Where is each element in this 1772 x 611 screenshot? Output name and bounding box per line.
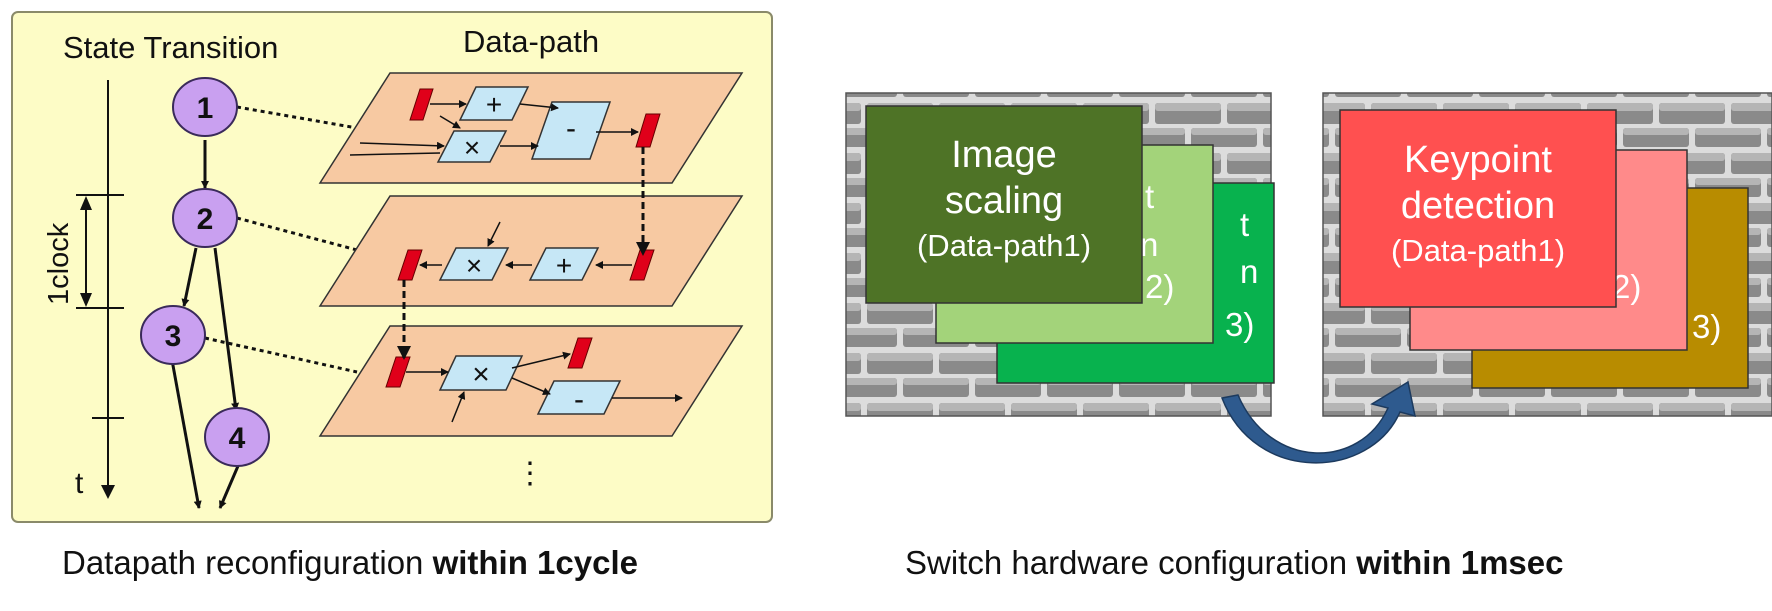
time-label: t bbox=[75, 467, 84, 500]
adder-op bbox=[458, 86, 530, 121]
datapath-plane-2: × + bbox=[318, 195, 744, 307]
wire bbox=[451, 391, 466, 423]
transition-arrow bbox=[181, 247, 198, 307]
op-symbol: + bbox=[556, 250, 572, 281]
plane-surface bbox=[318, 325, 744, 437]
card-fragment: 3) bbox=[1692, 308, 1721, 345]
op-symbol: - bbox=[574, 383, 584, 416]
state-transition-title: State Transition bbox=[63, 30, 278, 65]
state-3: 3 bbox=[140, 305, 206, 365]
card-title-line1: Image bbox=[951, 134, 1057, 176]
continuation-ellipsis: ⋮ bbox=[515, 457, 545, 490]
state-node bbox=[172, 77, 238, 137]
adder-op bbox=[528, 247, 600, 281]
card-fragment: 2) bbox=[1612, 268, 1641, 305]
multiplier-op bbox=[438, 355, 524, 391]
op-symbol: + bbox=[486, 89, 502, 120]
right-caption: Switch hardware configuration within 1ms… bbox=[905, 544, 1563, 581]
op-symbol: × bbox=[472, 358, 490, 391]
state-node bbox=[204, 407, 270, 467]
state-transition-panel: State Transition Data-path t 1clock 1 bbox=[11, 11, 773, 523]
left-caption-regular: Datapath reconfiguration bbox=[62, 544, 433, 581]
card-title-line2: scaling bbox=[945, 180, 1063, 222]
left-caption: Datapath reconfiguration within 1cycle bbox=[62, 544, 638, 581]
datapath-plane-3: × - bbox=[318, 325, 744, 437]
register bbox=[397, 249, 423, 281]
card-subtitle: (Data-path1) bbox=[1391, 233, 1565, 268]
op-symbol: - bbox=[566, 112, 576, 145]
state-node bbox=[172, 188, 238, 248]
card-title-line2: detection bbox=[1401, 185, 1555, 227]
wire bbox=[519, 103, 559, 112]
wire bbox=[359, 141, 445, 150]
clock-arrow-up bbox=[80, 196, 92, 210]
left-caption-bold: within 1cycle bbox=[432, 544, 638, 581]
state-label: 2 bbox=[197, 203, 214, 236]
card-fragment: n bbox=[1140, 226, 1158, 263]
right-caption-bold: within 1msec bbox=[1355, 544, 1563, 581]
state-label: 3 bbox=[165, 320, 182, 353]
op-symbol: × bbox=[466, 250, 482, 281]
clock-label: 1clock bbox=[43, 222, 75, 305]
card-fragment: t bbox=[1240, 206, 1249, 243]
wire bbox=[487, 221, 501, 247]
multiplier-op bbox=[436, 130, 508, 163]
register bbox=[409, 88, 434, 121]
transition-arrow bbox=[213, 247, 240, 411]
transition-arrow bbox=[170, 359, 202, 509]
wire bbox=[439, 115, 461, 129]
datapath-title: Data-path bbox=[463, 24, 599, 59]
state-plane-link bbox=[204, 336, 358, 374]
card-fragment: t bbox=[1145, 178, 1154, 215]
state-4: 4 bbox=[204, 407, 270, 467]
wire bbox=[349, 152, 441, 156]
state-1: 1 bbox=[172, 77, 238, 137]
image-scaling-board: t n 3) t n 2) Image scaling (Data-path1) bbox=[845, 92, 1275, 417]
datapath-plane-1: + × - bbox=[318, 72, 744, 184]
multiplier-op bbox=[438, 247, 510, 281]
switch-arrow bbox=[1220, 380, 1416, 464]
card-fragment: n bbox=[1240, 253, 1258, 290]
register bbox=[567, 337, 593, 369]
subtract-op bbox=[536, 380, 622, 415]
plane-surface bbox=[318, 72, 744, 184]
keypoint-detection-board: 3) 2) Keypoint detection (Data-path1) bbox=[1322, 92, 1772, 417]
config-card-front bbox=[1339, 109, 1617, 308]
right-caption-regular: Switch hardware configuration bbox=[905, 544, 1356, 581]
config-card-front bbox=[865, 105, 1143, 304]
clock-arrow-down bbox=[80, 293, 92, 307]
card-title-line1: Keypoint bbox=[1404, 139, 1552, 181]
wire bbox=[511, 351, 571, 369]
card-subtitle: (Data-path1) bbox=[917, 228, 1091, 263]
transition-arrow bbox=[218, 465, 240, 509]
state-label: 1 bbox=[197, 92, 214, 125]
state-node bbox=[140, 305, 206, 365]
card-fragment: 2) bbox=[1145, 268, 1174, 305]
subtract-op bbox=[530, 101, 612, 160]
state-2: 2 bbox=[172, 188, 238, 248]
op-symbol: × bbox=[464, 132, 480, 163]
card-fragment: 3) bbox=[1225, 306, 1254, 343]
state-label: 4 bbox=[229, 422, 246, 455]
plane-surface bbox=[318, 195, 744, 307]
wire bbox=[511, 377, 551, 395]
register bbox=[635, 113, 661, 148]
